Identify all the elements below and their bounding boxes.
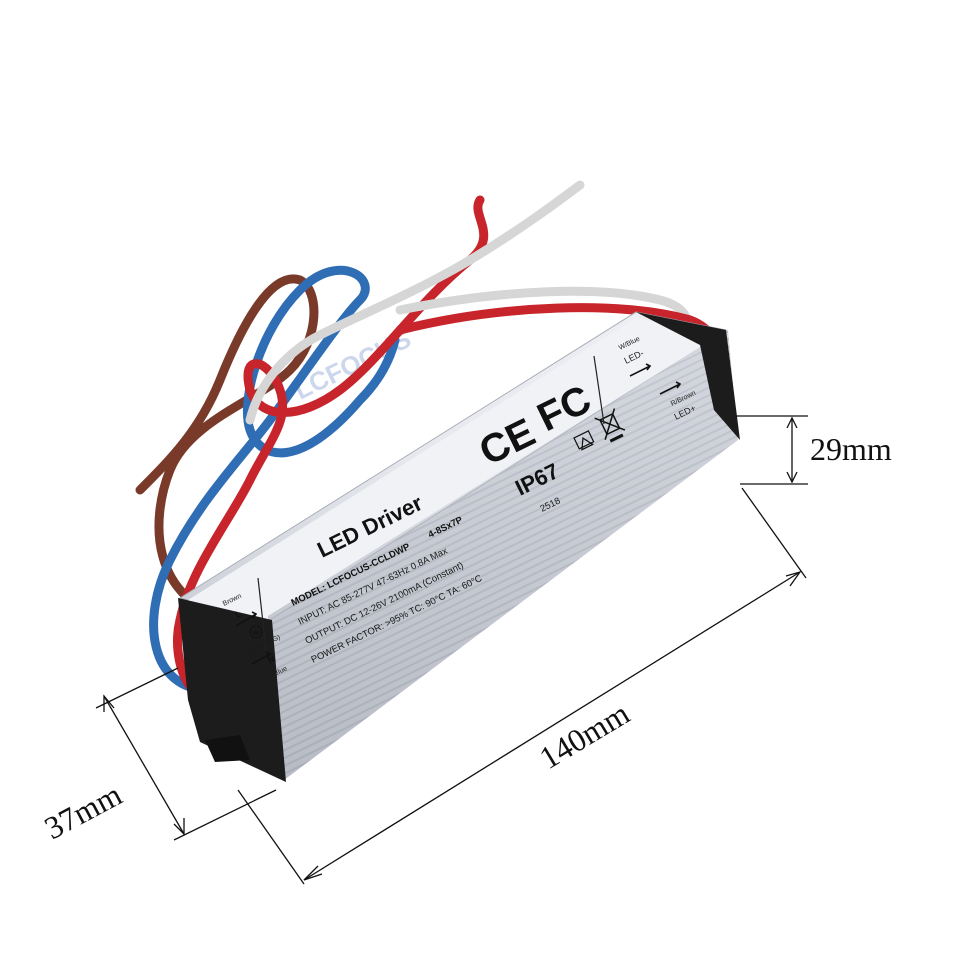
left-divider <box>257 577 267 651</box>
arrow-n-icon <box>251 651 272 665</box>
l-label: L <box>233 608 243 620</box>
arrow-plus-icon <box>659 381 682 395</box>
dimension-lines <box>95 415 808 885</box>
arrow-minus-icon <box>629 363 652 377</box>
arrow-l-icon <box>235 611 258 627</box>
cable-gland <box>205 735 250 762</box>
n-label: N <box>266 654 276 666</box>
ground-icon <box>249 625 263 639</box>
blue-wire <box>149 265 400 695</box>
driver-housing <box>178 311 738 780</box>
right-divider <box>593 355 605 425</box>
safety-icon <box>573 430 595 451</box>
right-endcap <box>636 312 740 440</box>
weee-bin-icon <box>594 408 626 443</box>
width-dimension: 37mm <box>38 776 127 846</box>
height-dimension: 29mm <box>810 431 892 467</box>
housing-front <box>270 330 738 780</box>
label-plate <box>188 318 718 640</box>
length-dimension: 140mm <box>533 695 635 776</box>
left-endcap <box>178 598 286 782</box>
white-wire-in <box>245 180 585 425</box>
